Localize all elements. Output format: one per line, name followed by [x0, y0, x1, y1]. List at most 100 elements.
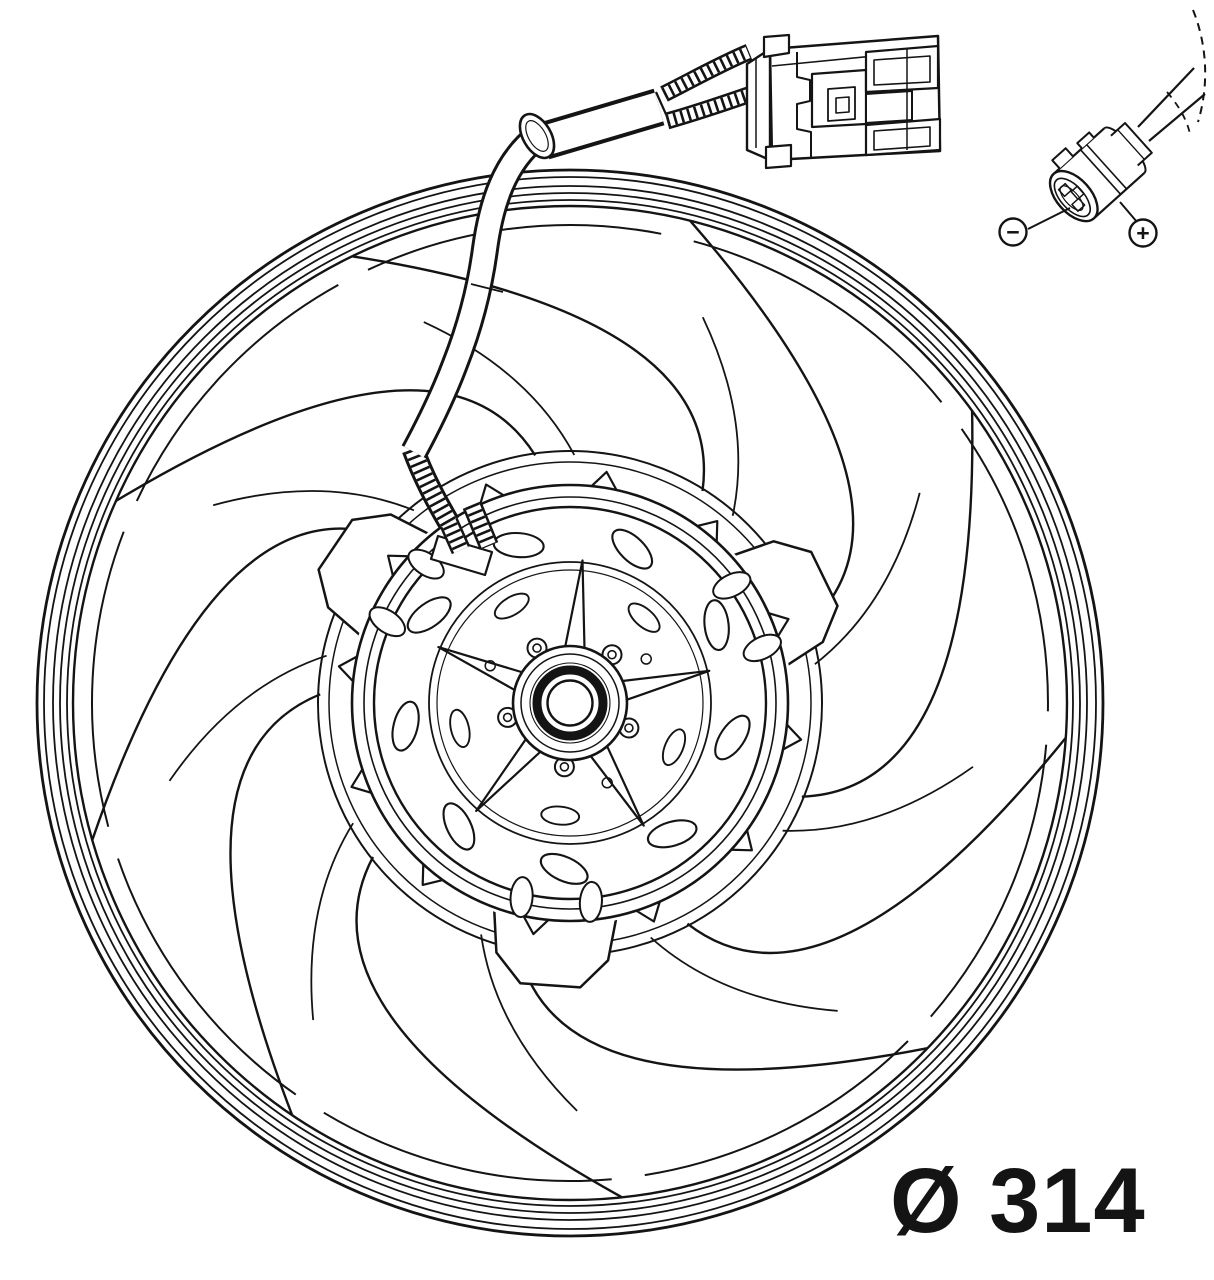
hub-vent-slot — [406, 596, 452, 634]
cable-entry-boss — [429, 534, 494, 577]
hub-plate-ring — [428, 561, 712, 845]
cable-sleeve-core — [539, 92, 664, 156]
mount-bushing — [742, 633, 782, 663]
bolt-hole-center — [624, 723, 634, 733]
connector-center-pin — [835, 96, 850, 114]
shaft-bearing-ring — [532, 665, 608, 741]
fan-blade-tip — [367, 224, 662, 271]
bolt-hole-center — [559, 761, 570, 772]
connector-detail-view — [1027, 9, 1207, 230]
fan-blade-tip — [117, 858, 297, 1096]
connector-tab — [762, 33, 791, 59]
hub-vent-slot — [714, 714, 751, 761]
fan-blade-edge-inner — [310, 822, 354, 1021]
hub-ring — [372, 505, 768, 901]
fan-blade-edge — [91, 527, 385, 841]
hub-boss-ring — [520, 653, 620, 753]
fan-blade-edge — [351, 255, 706, 492]
polarity-labels: − + — [998, 217, 1158, 248]
minus-leader-line — [1027, 207, 1071, 230]
corrugated-conduit-ribs — [665, 88, 753, 127]
shroud-ring — [71, 204, 1069, 1202]
fan-blade-edge-inner — [701, 316, 740, 516]
cable-corrugated-stub-ribs — [465, 502, 496, 549]
minus-symbol-circle — [998, 217, 1028, 247]
fan-blade-edge — [516, 947, 928, 1071]
fan-blade-edge-inner — [650, 936, 838, 1012]
motor-hub — [337, 470, 803, 936]
fan-blade-edge-inner — [782, 766, 974, 832]
shroud-ring — [52, 185, 1088, 1221]
detail-latch — [1051, 147, 1074, 170]
detail-band-bump — [1076, 131, 1095, 150]
hub-vent-slot — [611, 528, 654, 570]
hub-cutout — [493, 592, 530, 620]
boot-end-cap — [518, 112, 556, 160]
hub-ring — [363, 496, 777, 910]
hub-vent-slot — [442, 802, 476, 851]
detail-collar-line — [1117, 129, 1145, 160]
cable-corrugated-sleeve-ribs — [405, 446, 457, 528]
rivet-hole — [601, 777, 613, 789]
fan-blade-tip — [323, 1111, 612, 1182]
fan-blade-edge-inner — [480, 934, 578, 1112]
connector-terminal — [865, 90, 913, 124]
shroud-ring — [35, 168, 1105, 1238]
hub-cutout — [540, 805, 581, 826]
minus-symbol: − — [1006, 219, 1019, 245]
boot-cap-inner — [525, 120, 549, 152]
fan-blade-edge — [689, 220, 855, 627]
plus-symbol: + — [1136, 220, 1149, 246]
shroud-ring — [43, 176, 1097, 1230]
cable-boot-core — [404, 127, 546, 458]
fan-shroud-rings — [35, 168, 1105, 1238]
connector-tab — [764, 143, 793, 170]
detail-band-line — [1079, 149, 1122, 195]
hub-cutout — [627, 602, 661, 633]
fan-blades — [90, 220, 1067, 1199]
hub-cutout — [661, 728, 687, 766]
rivet-hole — [484, 660, 496, 672]
fan-blade-edge — [801, 410, 974, 798]
detail-pin — [1057, 182, 1073, 198]
fan-blade-edge — [686, 736, 1067, 955]
fan-blade-edge-inner — [423, 321, 576, 456]
power-connector — [745, 33, 942, 170]
hub-cutout — [449, 708, 471, 748]
fan-blade-tip — [693, 240, 943, 403]
break-line-dashed — [1192, 9, 1207, 123]
fan-blade-tip — [644, 1040, 909, 1177]
fan-blade-tip — [90, 531, 125, 827]
connector-center-inner — [827, 86, 856, 122]
hub-plate-ring — [436, 569, 704, 837]
wiring-harness — [401, 44, 754, 577]
detail-connector — [1048, 122, 1153, 223]
shroud-ring — [66, 199, 1074, 1207]
shroud-ring — [59, 192, 1081, 1214]
fan-blade-edge — [229, 693, 321, 1116]
fan-blade-edge — [355, 856, 623, 1199]
boot-cap-outline — [518, 112, 556, 160]
mount-bushing — [368, 606, 406, 638]
connector-terminal-inner — [873, 126, 931, 151]
fan-blade-edge-inner — [212, 490, 415, 512]
mount-bushing — [578, 880, 603, 923]
hub-vent-slot — [391, 700, 420, 752]
shaft-bore — [546, 679, 594, 727]
detail-band-line — [1085, 143, 1128, 190]
fan-blade-tip — [960, 428, 1049, 712]
fan-blade-tip — [135, 284, 339, 502]
connector-key-profile — [796, 52, 812, 158]
plus-leader-line — [1119, 201, 1138, 223]
connector-flange — [745, 47, 772, 162]
rivet-hole — [640, 653, 652, 665]
fan-blade-edge-inner — [814, 492, 921, 665]
fan-blade-edge — [115, 389, 537, 502]
detail-wire — [1148, 93, 1206, 142]
hub-vent-slot — [703, 599, 730, 652]
hub-vent-slot — [646, 819, 698, 849]
diameter-label: Ø 314 — [890, 1150, 1146, 1252]
mount-bushing — [712, 571, 752, 600]
